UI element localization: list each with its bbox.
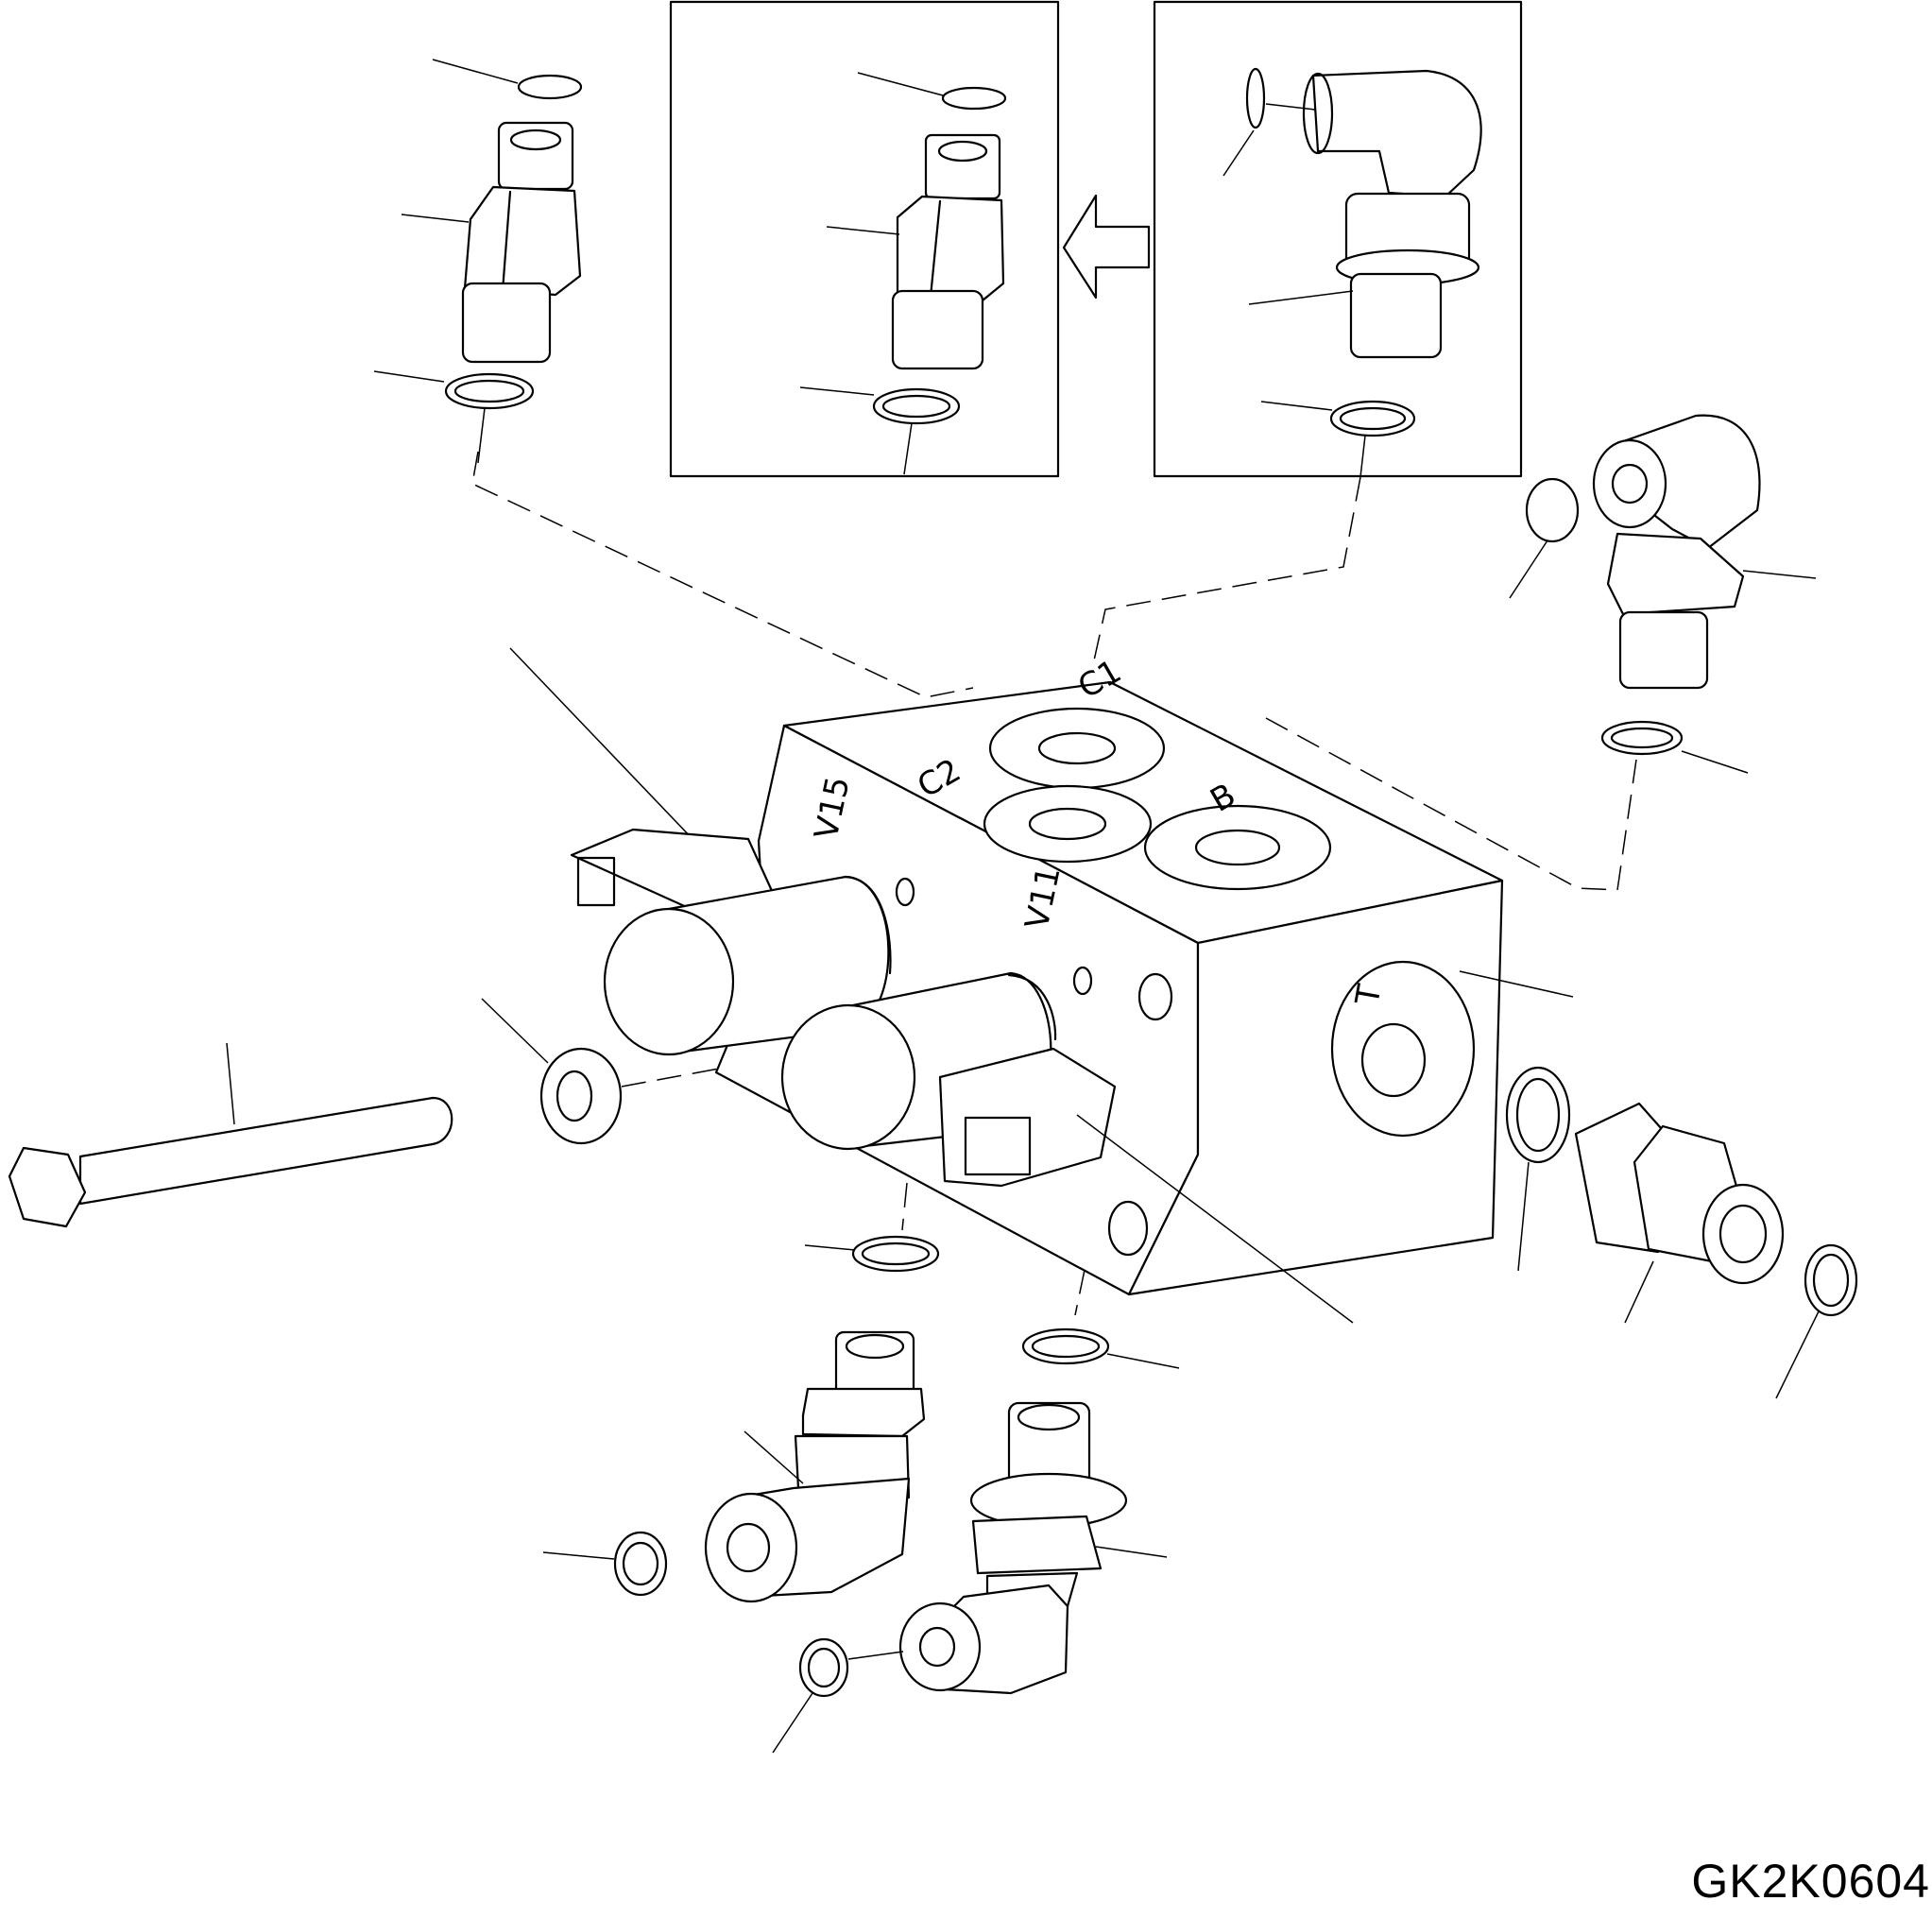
bottom-left-elbow [542, 1330, 926, 1603]
top-left-adapter [373, 59, 583, 464]
drawing-reference-code: GK2K0604 [1691, 1855, 1930, 1908]
bottom-o-rings [804, 1235, 1180, 1369]
inset-box-right [1153, 0, 1523, 478]
right-straight-fitting [1505, 1066, 1858, 1399]
right-elbow-fitting [1509, 414, 1817, 774]
inset-direction-arrow [1062, 194, 1151, 300]
washer-left [481, 998, 623, 1145]
solenoid-v11 [780, 971, 1354, 1324]
long-bolt [8, 1042, 453, 1228]
inset-box-left [669, 0, 1060, 478]
bottom-center-elbow [772, 1401, 1168, 1754]
